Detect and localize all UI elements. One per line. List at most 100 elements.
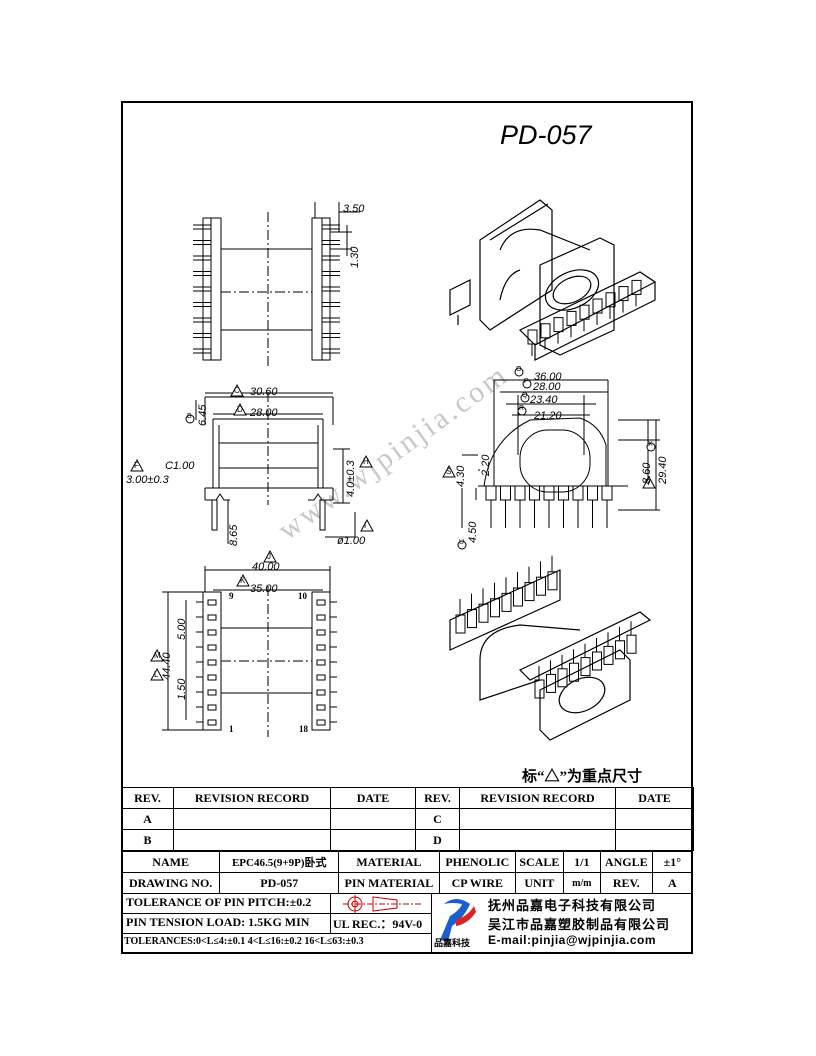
pin-pad [207,719,217,726]
marker-j: J [267,552,271,561]
pin-pad [207,704,217,711]
table-row: B D [121,829,694,851]
logo-text: 品嘉科技 [434,938,471,948]
pin-pad [316,599,326,606]
pin-pad [316,689,326,696]
rev-cell: C [415,808,460,830]
scale-value: 1/1 [562,851,601,873]
revision-header-row: REV. REVISION RECORD DATE REV. REVISION … [121,787,694,809]
title-block-top: NAME EPC46.5(9+9P)卧式 MATERIAL PHENOLIC S… [120,851,694,894]
pin-block [569,662,579,682]
company-logo [440,899,476,942]
marker-c: C [234,386,240,395]
angle-label: ANGLE [599,851,653,873]
key-dimension-note: 标“△”为重点尺寸 [522,769,643,785]
marker-p: P [524,378,529,385]
dim-c1-00: C1.00 [165,460,195,472]
dim-36-00: 36.00 [534,371,562,383]
rev-cell: B [121,829,174,851]
title-row-1: NAME EPC46.5(9+9P)卧式 MATERIAL PHENOLIC S… [120,851,694,873]
revision-table: REV. REVISION RECORD DATE REV. REVISION … [121,787,694,851]
dim-3-50: 3.50 [343,203,365,215]
projection-symbol [343,895,423,913]
marker-m: M [154,651,161,660]
pin-material-value: CP WIRE [438,872,517,894]
rev-header: REV. [121,787,174,809]
pin-block [626,634,637,654]
angle-value: ±1° [651,851,694,873]
marker-y: Y [646,478,652,487]
rev-label: REV. [599,872,653,894]
marker-u: U [459,539,465,546]
pin-number-18: 18 [299,724,308,734]
dim-phi-1-00: ø1.00 [337,535,366,547]
company-name-1: 抚州品嘉电子科技有限公司 [488,898,657,913]
marker-h: H [363,457,369,466]
marker-r: R [519,405,525,412]
dim-28-00: 28.00 [250,407,278,419]
dim-40-00: 40.00 [252,561,280,573]
marker-b: B [187,413,192,420]
marker-s: S [446,467,452,476]
revision-record-header: REVISION RECORD [173,787,331,809]
company-name-2: 吴江市品嘉塑胶制品有限公司 [488,917,671,932]
name-label: NAME [120,851,221,873]
drawing-no-label: DRAWING NO. [120,872,221,894]
tolerances: TOLERANCES:0<L≤4:±0.1 4<L≤16:±0.2 16<L≤6… [124,936,364,947]
date-cell [615,808,694,830]
dim-35-00: 35.00 [250,583,278,595]
pin-pad [316,704,326,711]
pin-pad [207,629,217,636]
date-cell [330,829,416,851]
material-label: MATERIAL [338,851,440,873]
material-value: PHENOLIC [438,851,517,873]
dim-21-20: 21.20 [534,410,562,422]
pin-pad [316,659,326,666]
revision-record-cell [459,829,616,851]
pin-block [478,603,489,623]
pin-tension-load: PIN TENSION LOAD: 1.5KG MIN [126,915,310,929]
rev-cell: D [415,829,460,851]
unit-label: UNIT [515,872,564,894]
date-cell [615,829,694,851]
dim-23-40: 23.40 [530,394,558,406]
pin-pad [316,719,326,726]
title-row-2: DRAWING NO. PD-057 PIN MATERIAL CP WIRE … [120,872,694,894]
revision-record-cell [173,808,331,830]
pin-pad [316,629,326,636]
dim-28-00-end: 28.00 [533,381,561,393]
marker-q: Q [522,392,528,399]
table-row: A C [121,808,694,830]
drawing-no-value: PD-057 [219,872,340,894]
date-cell [330,808,416,830]
tolerance-pin-pitch: TOLERANCE OF PIN PITCH:±0.2 [126,895,312,909]
revision-record-cell [173,829,331,851]
pin-number-9: 9 [229,591,234,601]
unit-value: m/m [562,872,601,894]
pin-number-1: 1 [229,724,234,734]
name-value: EPC46.5(9+9P)卧式 [219,851,340,873]
company-email: E-mail:pinjia@wjpinjia.com [488,933,657,947]
pin-pad [207,644,217,651]
pin-pad [207,659,217,666]
ul-rec: UL REC.：94V-0 [333,917,423,931]
pin-pad [316,674,326,681]
date-header: DATE [330,787,416,809]
marker-o: O [516,366,522,373]
pin-block [467,609,477,629]
rev-header-2: REV. [415,787,460,809]
drawing-title: PD-057 [500,120,592,150]
scale-label: SCALE [515,851,564,873]
pin-pad [207,614,217,621]
marker-k: K [240,576,246,585]
date-header-2: DATE [615,787,694,809]
revision-record-cell [459,808,616,830]
pin-number-10: 10 [298,591,307,601]
pin-pad [316,644,326,651]
